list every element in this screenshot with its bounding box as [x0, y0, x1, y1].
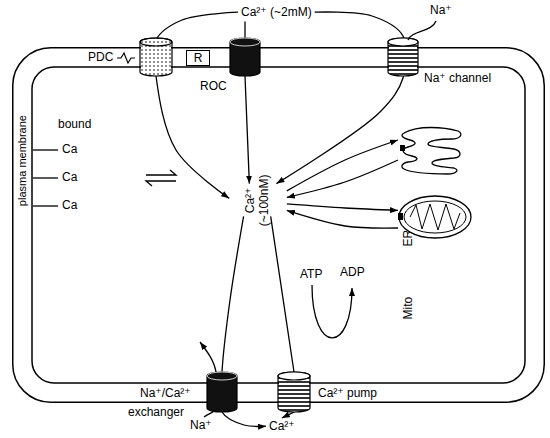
- receptor-box: R: [186, 50, 210, 66]
- ion-label: Ca²⁺ (~100nM): [229, 184, 287, 217]
- label-slot: Na⁺: [430, 4, 452, 18]
- label-slot: Ca²⁺ pump: [318, 387, 377, 401]
- roc-channel: [230, 38, 260, 76]
- label-slot: PDC: [88, 51, 113, 65]
- label-slot: bound: [58, 118, 91, 132]
- label-slot: ADP: [340, 266, 365, 280]
- bound-ion-label: Ca: [62, 198, 77, 212]
- label-slot: ATP: [300, 268, 322, 282]
- channel-rim: [140, 38, 172, 46]
- ion-flow-arrow: [276, 12, 406, 184]
- ion-label: Ca²⁺ (~2mM): [241, 5, 312, 19]
- ion-label: Ca²⁺: [266, 418, 298, 434]
- molecule-label: ADP: [340, 265, 365, 279]
- label-slot: ROC: [200, 80, 227, 94]
- text-slot: R: [187, 51, 209, 65]
- label-slot: Ca: [62, 199, 77, 213]
- sodium-flow-line: [204, 411, 214, 417]
- cell-membrane: Ca²⁺ (~100nM) ER Mito plasma membrane: [12, 47, 545, 403]
- ion-label: Na⁺: [190, 418, 212, 432]
- ion-label: Ca²⁺ (~2mM): [238, 3, 315, 21]
- channel-label: PDC: [88, 50, 113, 64]
- organelle-label: Mito: [401, 297, 415, 320]
- channel-rim: [388, 38, 418, 46]
- exchanger-channel: [207, 372, 237, 412]
- sodium-channel: [388, 38, 418, 76]
- binding-dash: [33, 205, 58, 206]
- label-slot: Ca: [62, 143, 77, 157]
- atp-hydrolysis-arrow: [312, 285, 352, 338]
- mito-organelle: Mito: [398, 195, 472, 239]
- text-slot: Ca²⁺ (~100nM): [244, 174, 273, 226]
- molecule-label: ATP: [300, 267, 322, 281]
- er-channel: [400, 145, 405, 151]
- er-membrane: [402, 128, 461, 175]
- membrane-label: plasma membrane: [15, 115, 27, 206]
- label-slot: Na⁺ channel: [424, 72, 491, 86]
- mito-shape: [398, 195, 472, 239]
- binding-dash: [33, 149, 58, 150]
- ion-flow-arrow: [287, 204, 398, 210]
- channel-label: ROC: [200, 79, 227, 93]
- channel-label: Na⁺ channel: [424, 71, 491, 85]
- text-slot: Ca²⁺ (~2mM): [241, 5, 312, 19]
- transporter-label: Ca²⁺ pump: [318, 386, 377, 400]
- state-label: bound: [58, 117, 91, 131]
- mito-outer-membrane: [399, 196, 471, 238]
- label-slot: exchanger: [128, 406, 184, 420]
- mito-cristae: [410, 204, 460, 230]
- text-slot: plasma membrane: [15, 115, 28, 206]
- label-slot: Na⁺: [190, 419, 212, 433]
- pdc-channel: [140, 38, 172, 76]
- equilibrium-arrow: [146, 181, 176, 186]
- ion-label: Ca²⁺: [269, 419, 295, 433]
- bound-ion-label: Ca: [62, 142, 77, 156]
- equilibrium-arrow: [146, 170, 176, 175]
- ion-label: Ca²⁺ (~100nM): [244, 174, 272, 226]
- membrane-outer-line: [13, 48, 545, 403]
- ion-label: Na⁺: [430, 3, 452, 17]
- er-shape: [398, 125, 464, 175]
- text-slot: Mito: [401, 297, 415, 320]
- ion-flow-arrow: [287, 160, 398, 197]
- channel-rim: [230, 38, 260, 46]
- sodium-flow-line: [408, 21, 436, 40]
- membrane-inner-line: [32, 67, 525, 383]
- binding-dash: [33, 177, 58, 178]
- mito-channel: [398, 213, 403, 220]
- label-slot: Na⁺/Ca²⁺: [140, 387, 191, 401]
- receptor-label: R: [194, 51, 203, 65]
- sodium-flow-arrow: [200, 342, 216, 372]
- transporter-label: Na⁺/Ca²⁺: [140, 386, 191, 400]
- calcium-pump: [278, 372, 310, 412]
- bound-ion-label: Ca: [62, 170, 77, 184]
- channel-rim: [207, 372, 237, 380]
- er-organelle: ER: [398, 125, 464, 175]
- text-slot: Ca²⁺: [269, 419, 295, 433]
- label-slot: Ca: [62, 171, 77, 185]
- voltage-symbol: [117, 53, 135, 63]
- mito-inner-membrane: [404, 201, 466, 233]
- ion-flow-arrow: [287, 210, 398, 228]
- transporter-label: exchanger: [128, 405, 184, 419]
- channel-rim: [278, 372, 310, 380]
